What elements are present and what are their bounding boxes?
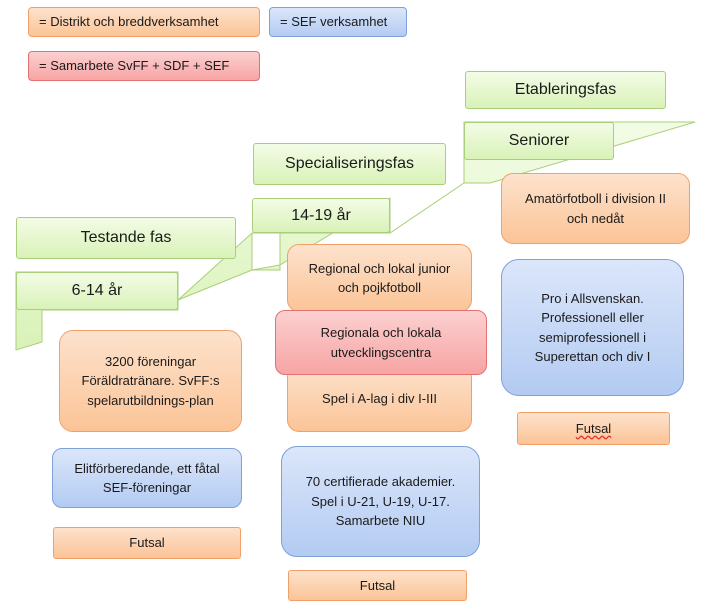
card-utvecklingscentra-text: Regionala och lokala utvecklingscentra bbox=[320, 325, 442, 360]
phase-testande: Testande fas bbox=[16, 217, 236, 259]
card-amator: Amatörfotboll i division II och nedåt bbox=[501, 173, 690, 244]
card-akademier-text: 70 certifierade akademier. Spel i U-21, … bbox=[305, 474, 456, 529]
step-seniorer: Seniorer bbox=[464, 122, 614, 160]
card-foreningar: 3200 föreningar Föräldratränare. SvFF:s … bbox=[59, 330, 242, 432]
card-regional-junior-text: Regional och lokal junior och pojkfotbol… bbox=[308, 260, 451, 296]
legend-collab: = Samarbete SvFF + SDF + SEF bbox=[28, 51, 260, 81]
step-6-14: 6-14 år bbox=[16, 272, 178, 310]
step-14-19: 14-19 år bbox=[252, 198, 390, 233]
card-elit: Elitförberedande, ett fåtal SEF-förening… bbox=[52, 448, 242, 508]
legend-sef-label: = SEF verksamhet bbox=[280, 14, 388, 30]
legend-district: = Distrikt och breddverksamhet bbox=[28, 7, 260, 37]
card-regional-junior: Regional och lokal junior och pojkfotbol… bbox=[287, 244, 472, 312]
card-pro: Pro i Allsvenskan. Professionell eller s… bbox=[501, 259, 684, 396]
step-6-14-label: 6-14 år bbox=[71, 282, 123, 299]
futsal-col2-label: Futsal bbox=[359, 577, 396, 593]
card-foreningar-text: 3200 föreningar Föräldratränare. SvFF:s … bbox=[81, 353, 220, 408]
card-spel-a-lag-text: Spel i A-lag i div I-III bbox=[322, 390, 437, 406]
legend-collab-label: = Samarbete SvFF + SDF + SEF bbox=[39, 58, 230, 74]
card-akademier: 70 certifierade akademier. Spel i U-21, … bbox=[281, 446, 480, 557]
futsal-col1: Futsal bbox=[53, 527, 241, 559]
phase-specialisering-label: Specialiseringsfas bbox=[285, 155, 414, 172]
phase-testande-label: Testande fas bbox=[80, 229, 172, 246]
futsal-col3: Futsal bbox=[517, 412, 670, 445]
card-amator-text: Amatörfotboll i division II och nedåt bbox=[525, 191, 666, 226]
card-pro-text: Pro i Allsvenskan. Professionell eller s… bbox=[534, 290, 651, 365]
staircase-path bbox=[15, 121, 696, 351]
step-14-19-label: 14-19 år bbox=[291, 206, 351, 224]
card-spel-a-lag: Spel i A-lag i div I-III bbox=[287, 365, 472, 432]
futsal-col3-label: Futsal bbox=[575, 420, 612, 436]
legend-sef: = SEF verksamhet bbox=[269, 7, 407, 37]
phase-etablering-label: Etableringsfas bbox=[514, 81, 617, 98]
card-utvecklingscentra: Regionala och lokala utvecklingscentra bbox=[275, 310, 487, 375]
futsal-col2: Futsal bbox=[288, 570, 467, 601]
futsal-col1-label: Futsal bbox=[129, 535, 165, 551]
legend-district-label: = Distrikt och breddverksamhet bbox=[39, 14, 219, 30]
card-elit-text: Elitförberedande, ett fåtal SEF-förening… bbox=[74, 460, 220, 496]
phase-specialisering: Specialiseringsfas bbox=[253, 143, 446, 185]
phase-etablering: Etableringsfas bbox=[465, 71, 666, 109]
step-seniorer-label: Seniorer bbox=[508, 132, 570, 149]
